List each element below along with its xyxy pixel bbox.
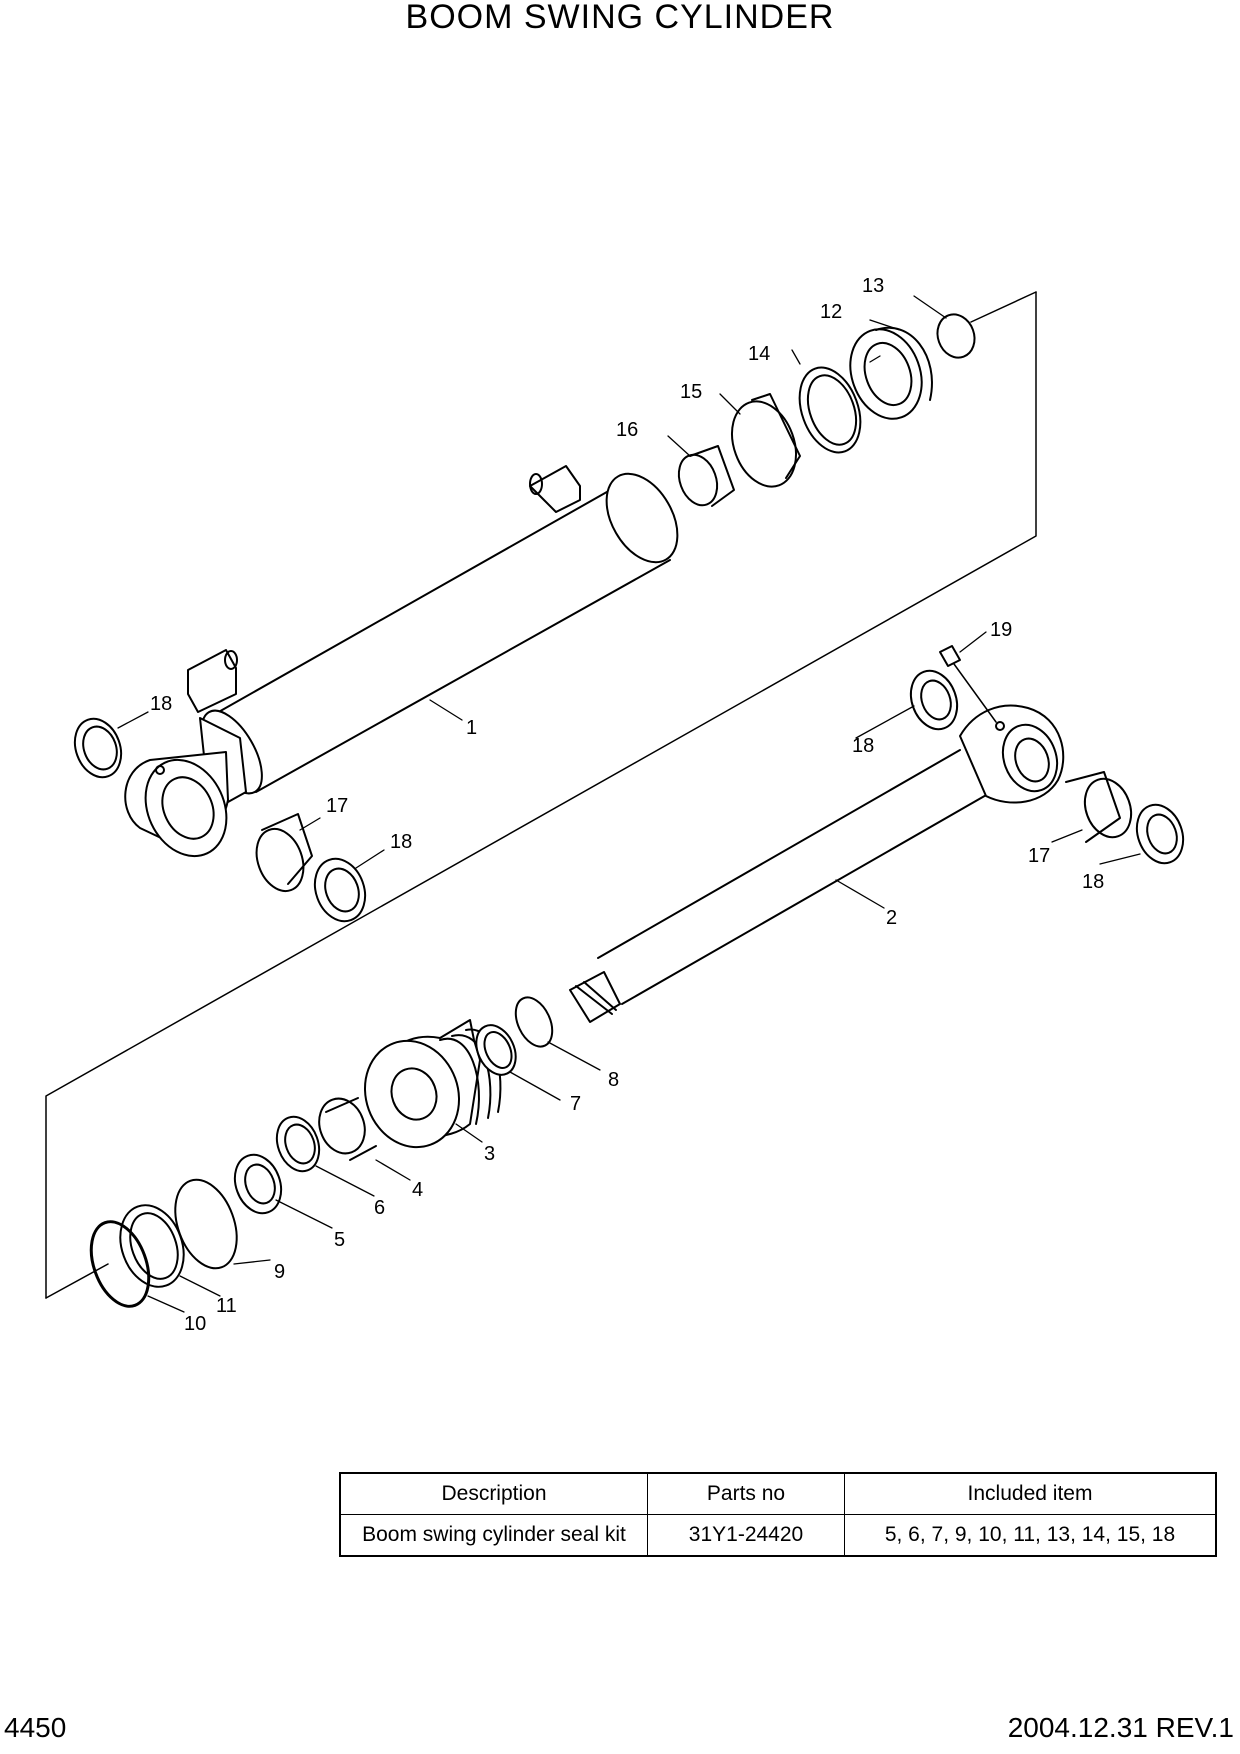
callout-18-right-lower: 18 <box>1082 871 1104 893</box>
callout-13: 13 <box>862 275 884 297</box>
callout-16: 16 <box>616 419 638 441</box>
revision-date: 2004.12.31 REV.1 <box>1007 1712 1234 1743</box>
callout-12: 12 <box>820 301 842 323</box>
page-title: BOOM SWING CYLINDER <box>405 0 835 36</box>
header-parts-no: Parts no <box>647 1472 845 1515</box>
callout-19: 19 <box>990 619 1012 641</box>
cell-description: Boom swing cylinder seal kit <box>339 1514 648 1557</box>
assembly-outline <box>45 291 1037 1299</box>
callout-14: 14 <box>748 343 770 365</box>
seals-and-rings <box>73 313 1185 1308</box>
header-included-item: Included item <box>844 1472 1217 1515</box>
leader-lines <box>117 295 1141 1313</box>
callout-4: 4 <box>412 1179 423 1201</box>
callout-3: 3 <box>484 1143 495 1165</box>
callout-18-top-left: 18 <box>150 693 172 715</box>
cell-parts-no: 31Y1-24420 <box>647 1514 845 1557</box>
callout-18-left-lower: 18 <box>390 831 412 853</box>
callout-1: 1 <box>466 717 477 739</box>
cell-included-item: 5, 6, 7, 9, 10, 11, 13, 14, 15, 18 <box>844 1514 1217 1557</box>
page-number: 4450 <box>4 1712 67 1743</box>
callout-11: 11 <box>216 1295 237 1317</box>
parts-table: Description Parts no Included item Boom … <box>339 1472 1217 1557</box>
header-description: Description <box>339 1472 648 1515</box>
callout-8: 8 <box>608 1069 619 1091</box>
callout-labels: 1 2 3 4 5 6 7 8 9 10 11 12 13 14 15 16 1… <box>150 275 1104 1335</box>
callout-10: 10 <box>184 1313 206 1335</box>
callout-5: 5 <box>334 1229 345 1251</box>
cylinder-tube <box>124 465 679 858</box>
table-header-row: Description Parts no Included item <box>339 1472 1217 1515</box>
piston-rod <box>569 645 1065 1023</box>
callout-7: 7 <box>570 1093 581 1115</box>
callout-6: 6 <box>374 1197 385 1219</box>
table-row: Boom swing cylinder seal kit 31Y1-24420 … <box>339 1514 1217 1557</box>
cylinder-head <box>363 1019 502 1149</box>
callout-17-left: 17 <box>326 795 348 817</box>
callout-2: 2 <box>886 907 897 929</box>
callout-15: 15 <box>680 381 702 403</box>
callout-18-right-upper: 18 <box>852 735 874 757</box>
callout-9: 9 <box>274 1261 285 1283</box>
callout-17-right: 17 <box>1028 845 1050 867</box>
